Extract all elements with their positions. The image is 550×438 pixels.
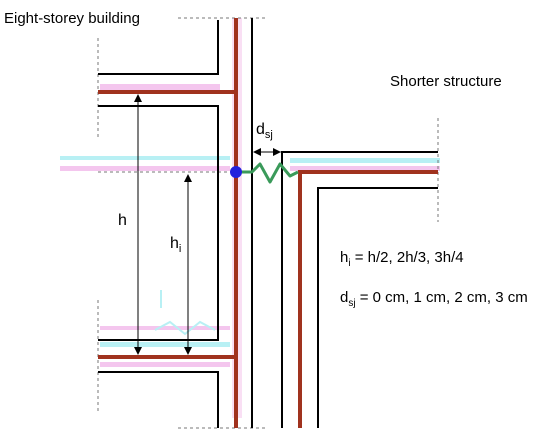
left-frame-top-outline xyxy=(98,20,219,75)
right-column-beam xyxy=(298,170,438,428)
dsj-equation: dsj = 0 cm, 1 cm, 2 cm, 3 cm xyxy=(340,289,528,309)
h-label: h xyxy=(118,212,127,229)
contact-node xyxy=(230,166,242,178)
left-building-members xyxy=(98,18,238,428)
gap-spring xyxy=(236,162,299,184)
right-building-members xyxy=(298,170,438,428)
right-frame-outer xyxy=(281,151,438,428)
right-building-frame xyxy=(281,151,438,428)
right-frame-inner xyxy=(317,187,438,428)
hi-equation: hi = h/2, 2h/3, 3h/4 xyxy=(340,249,464,269)
left-frame-upper-bay xyxy=(98,105,219,341)
left-frame-lower-bay xyxy=(98,371,219,428)
hi-label: hi xyxy=(170,235,181,255)
right-building-label: Shorter structure xyxy=(390,73,502,90)
left-building-label: Eight-storey building xyxy=(4,10,140,27)
left-building-frame xyxy=(98,18,253,428)
dsj-label: dsj xyxy=(256,121,273,141)
